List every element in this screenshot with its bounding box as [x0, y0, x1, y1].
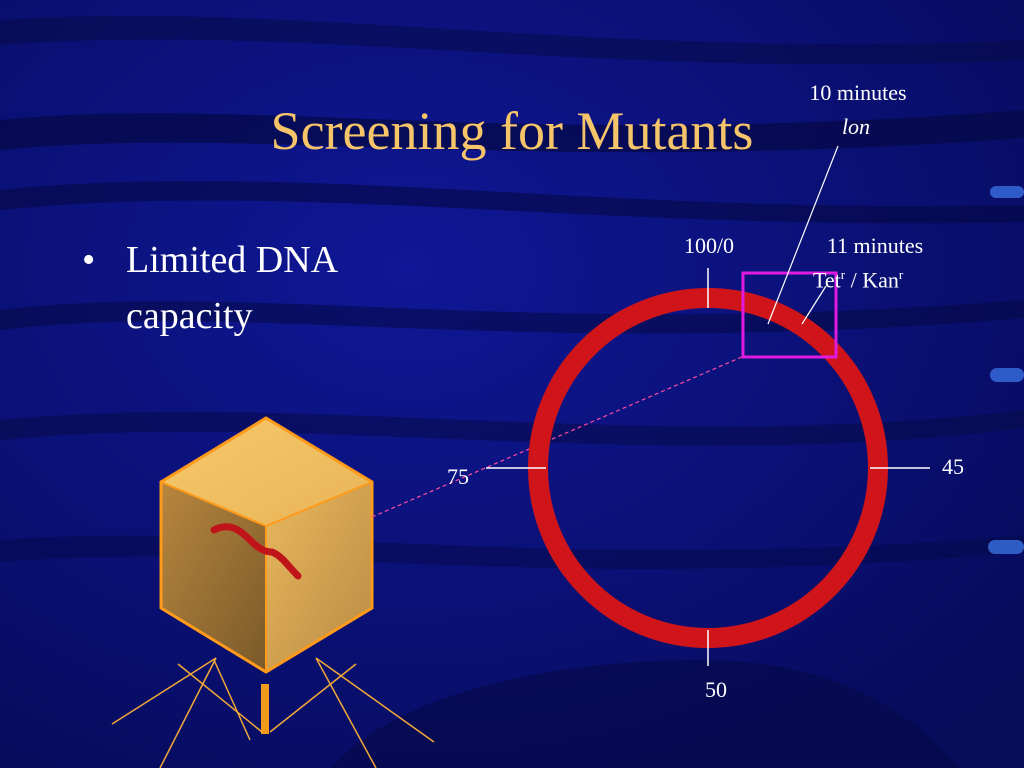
- tet-kan-pointer-line: [801, 285, 827, 325]
- lon-pointer-line: [767, 145, 839, 325]
- genome-ring: [528, 288, 888, 648]
- kan-resistance-superscript: r: [898, 267, 904, 282]
- lon-gene-label: lon: [841, 114, 871, 139]
- bullet-list: • Limited DNA capacity: [82, 232, 422, 344]
- capsid-right-face: [266, 482, 372, 672]
- packaged-dna-strand: [210, 523, 302, 580]
- connector-dashed-line: [371, 355, 745, 518]
- tail-sheath: [261, 684, 269, 734]
- phage-tail: [111, 657, 435, 768]
- marker-45-label: 45: [942, 454, 964, 479]
- tet-gene-text: Tet: [813, 267, 841, 293]
- bullet-dot: •: [82, 239, 96, 281]
- lon-time-label: 10 minutes: [809, 80, 907, 105]
- bullet-item: • Limited DNA capacity: [82, 232, 422, 344]
- marker-100-0-label: 100/0: [683, 233, 735, 258]
- phage-capsid: [159, 416, 374, 674]
- capsid-top-face: [161, 418, 372, 526]
- region-highlight-box: [741, 271, 838, 359]
- tet-resistance-superscript: r: [840, 267, 846, 282]
- tet-kan-gene-label: Tetr / Kanr: [813, 267, 903, 293]
- marker-75-label: 75: [447, 464, 469, 489]
- bullet-text: Limited DNA capacity: [126, 239, 337, 337]
- tet-kan-time-label: 11 minutes: [826, 233, 924, 258]
- slide-title: Screening for Mutants: [270, 101, 754, 161]
- marker-50-label: 50: [705, 677, 727, 702]
- kan-gene-text: Kan: [862, 267, 899, 293]
- gene-separator: /: [845, 267, 863, 293]
